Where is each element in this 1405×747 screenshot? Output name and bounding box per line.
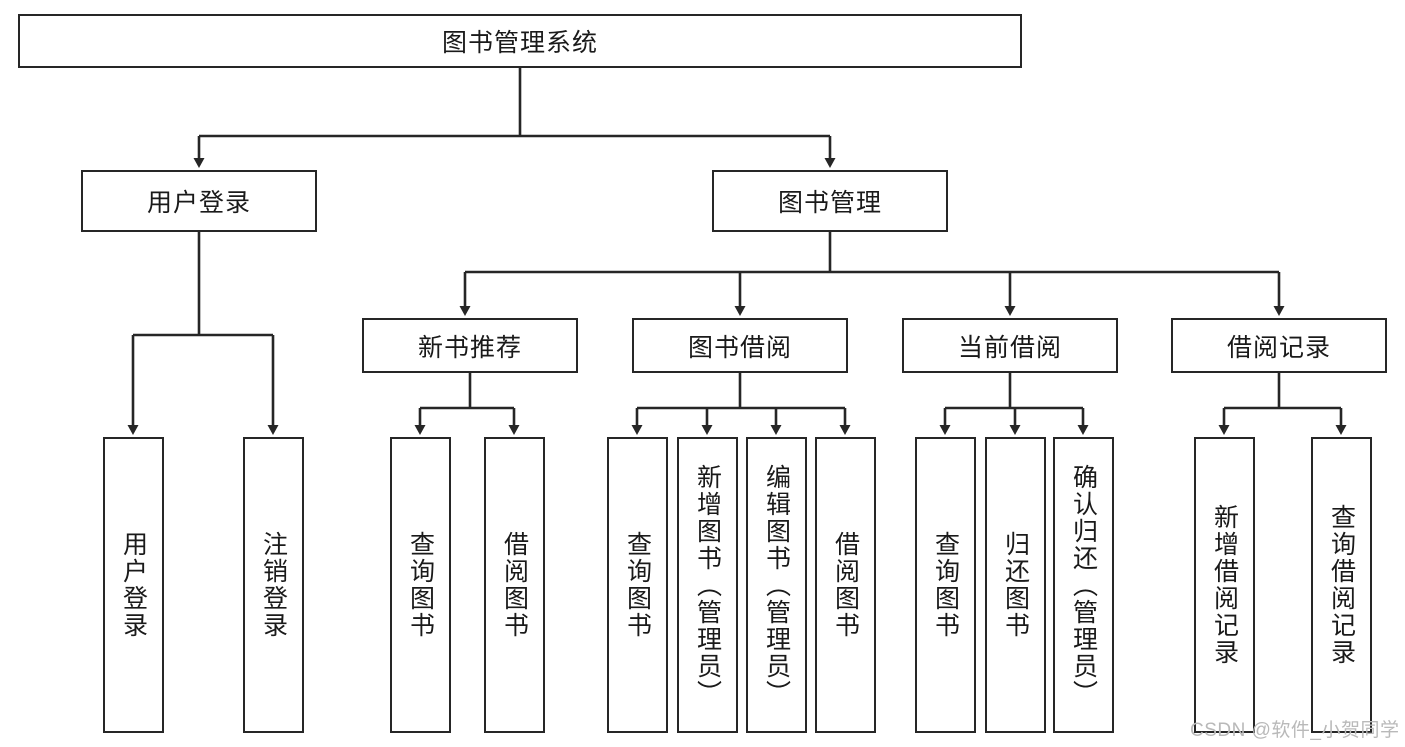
node-new-book-recommend[interactable]: 新书推荐 [362,318,578,373]
watermark-text: CSDN @软件_小贺同学 [1190,720,1400,741]
leaf-user-login-login[interactable]: 用户登录 [103,437,164,733]
node-label: 注销登录 [259,531,288,639]
node-borrow-record[interactable]: 借阅记录 [1171,318,1387,373]
leaf-current-return-book[interactable]: 归还图书 [985,437,1046,733]
node-label: 新增图书（管理员） [693,463,722,707]
node-label: 借阅记录 [1226,333,1331,362]
node-label: 归还图书 [1001,531,1030,639]
node-label: 借阅图书 [831,531,860,639]
leaf-borrow-borrow-book[interactable]: 借阅图书 [815,437,876,733]
node-label: 当前借阅 [957,333,1062,362]
node-label: 图书管理系统 [441,29,598,57]
leaf-borrow-query-book[interactable]: 查询图书 [607,437,668,733]
node-label: 借阅图书 [500,531,529,639]
leaf-current-confirm-return-admin[interactable]: 确认归还（管理员） [1053,437,1114,733]
node-label: 查询图书 [406,531,435,639]
node-label: 图书管理 [777,189,882,217]
node-book-borrow[interactable]: 图书借阅 [632,318,848,373]
node-label: 查询图书 [623,531,652,639]
node-root-system[interactable]: 图书管理系统 [18,14,1022,68]
node-current-borrow[interactable]: 当前借阅 [902,318,1118,373]
node-label: 用户登录 [146,189,251,217]
node-label: 确认归还（管理员） [1069,463,1098,707]
leaf-recommend-query-book[interactable]: 查询图书 [390,437,451,733]
leaf-current-query-book[interactable]: 查询图书 [915,437,976,733]
leaf-user-login-logout[interactable]: 注销登录 [243,437,304,733]
node-label: 查询借阅记录 [1327,504,1356,666]
node-book-management[interactable]: 图书管理 [712,170,948,232]
leaf-record-add-record[interactable]: 新增借阅记录 [1194,437,1255,733]
leaf-record-query-record[interactable]: 查询借阅记录 [1311,437,1372,733]
leaf-recommend-borrow-book[interactable]: 借阅图书 [484,437,545,733]
node-label: 查询图书 [931,531,960,639]
node-label: 编辑图书（管理员） [762,463,791,707]
leaf-borrow-edit-book-admin[interactable]: 编辑图书（管理员） [746,437,807,733]
node-label: 用户登录 [119,531,148,639]
node-label: 新增借阅记录 [1210,504,1239,666]
node-label: 图书借阅 [687,333,792,362]
leaf-borrow-add-book-admin[interactable]: 新增图书（管理员） [677,437,738,733]
node-user-login[interactable]: 用户登录 [81,170,317,232]
node-label: 新书推荐 [417,333,522,362]
